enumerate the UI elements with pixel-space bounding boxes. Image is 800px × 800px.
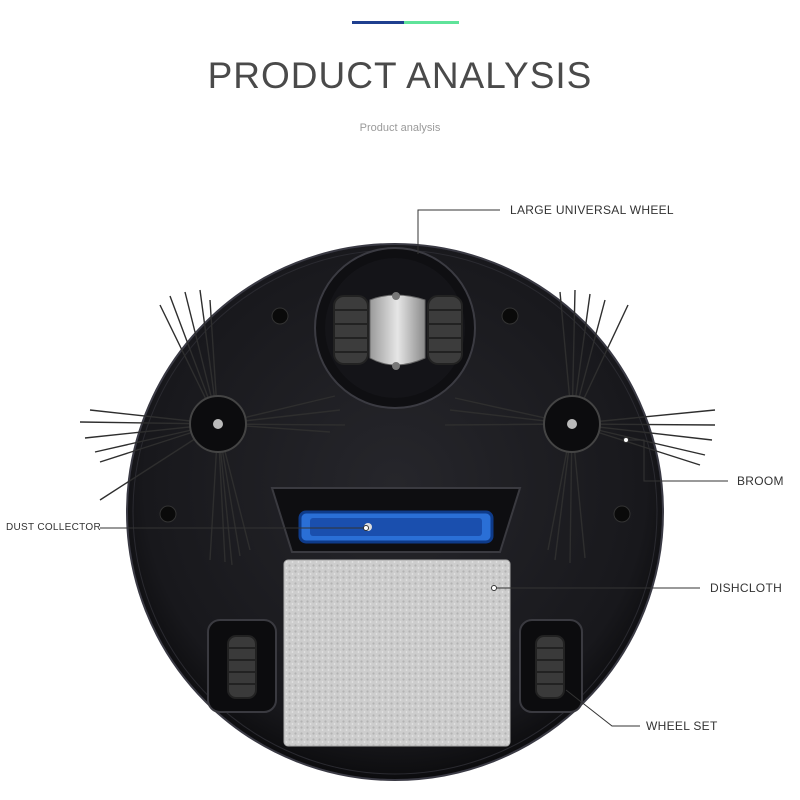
callout-dishcloth: DISHCLOTH [710, 581, 783, 595]
callout-large-universal-wheel: LARGE UNIVERSAL WHEEL [510, 203, 674, 217]
leader-lines [100, 209, 728, 727]
callout-wheel-set: WHEEL SET [646, 719, 718, 733]
dishcloth-pad [283, 559, 511, 747]
header-accent-right [404, 21, 459, 24]
dust-collector [270, 487, 522, 553]
left-broom [79, 289, 346, 566]
wheel-set [207, 619, 583, 713]
right-broom [444, 289, 716, 564]
screw-holes [159, 307, 631, 523]
page-subtitle: Product analysis [359, 122, 441, 134]
page-title: PRODUCT ANALYSIS [207, 55, 593, 96]
callout-broom: BROOM [737, 474, 784, 488]
header-accent-left [352, 21, 404, 24]
universal-wheel [314, 247, 476, 409]
callout-dust-collector: DUST COLLECTOR [6, 522, 101, 533]
